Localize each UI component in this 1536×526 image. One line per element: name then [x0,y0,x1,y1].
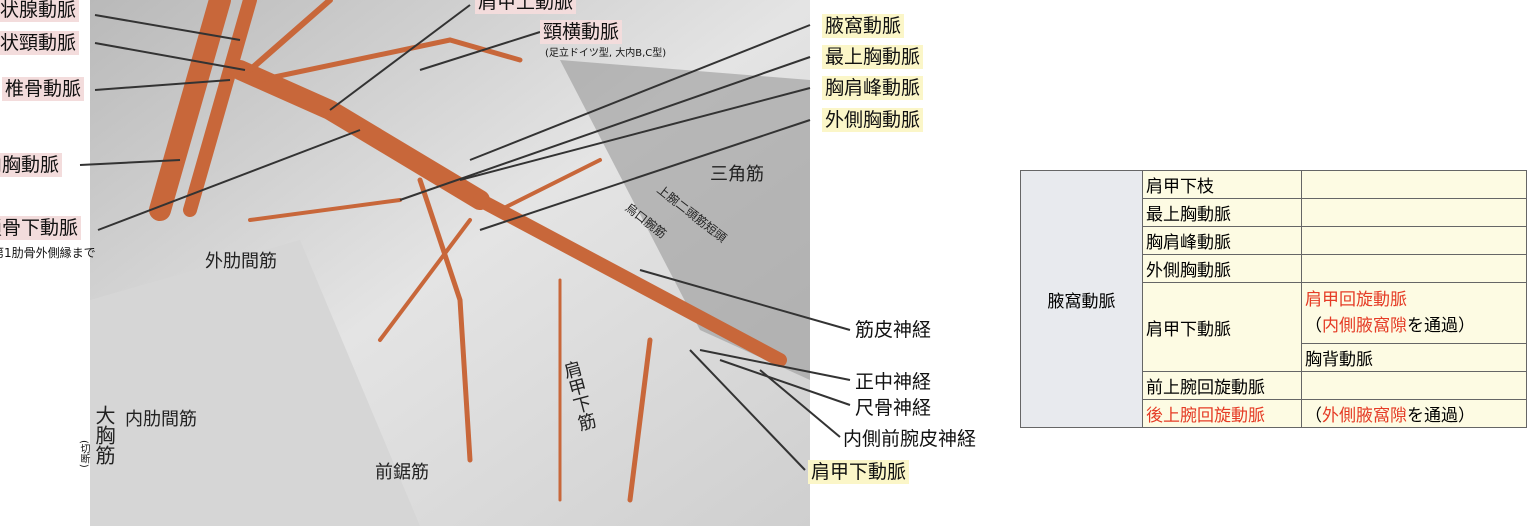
label-vertebral-artery: 椎骨動脈 [2,77,85,101]
arteries [149,0,787,503]
muscle-deltoid: 三角筋 [710,164,764,185]
leader-lines [79,4,851,471]
note-cut: (切断) [78,440,89,468]
label-thyroid-artery: 甲状腺動脈 [0,0,80,22]
label-lateral-thoracic-artery: 外側胸動脈 [822,108,924,132]
table-branch: 肩甲下枝 [1142,170,1302,199]
lateral-axillary-space: 外側腋窩隙 [1322,406,1407,426]
label-suprascapular-artery: 肩甲上動脈 [475,0,577,14]
table-sub-lateral-space: （外側腋窩隙を通過） [1301,399,1527,428]
medial-axillary-space: 内側腋窩隙 [1322,316,1407,336]
table-branch: 外側胸動脈 [1142,254,1302,283]
label-medial-antebrachial-cutaneous-nerve: 内側前腕皮神経 [843,428,977,450]
table-sub-thoracodorsal: 胸背動脈 [1301,343,1527,372]
label-subscapular-artery: 肩甲下動脈 [808,460,910,484]
paren: （ [1305,316,1322,336]
table-branch: 肩甲下動脈 [1142,282,1302,372]
label-superior-thoracic-artery: 最上胸動脈 [822,45,924,69]
label-transverse-cervical-artery: 頸横動脈 [540,20,623,44]
axillary-artery-branch-table: 腋窩動脈 肩甲下枝 最上胸動脈 胸肩峰動脈 外側胸動脈 肩甲下動脈 肩甲回旋動脈… [1020,170,1527,428]
note-classification: (足立ドイツ型, 大内B,C型) [545,48,667,59]
table-sub [1301,226,1527,255]
note-first-rib: 第1肋骨外側縁まで [0,246,96,260]
circumflex-scapular-artery: 肩甲回旋動脈 [1305,290,1407,310]
paren: （ [1305,406,1322,426]
label-internal-thoracic-artery: 内胸動脈 [0,153,63,177]
passes-through: を通過） [1407,406,1475,426]
table-sub-circumflex-scapular: 肩甲回旋動脈 （内側腋窩隙を通過） [1301,282,1527,344]
muscle-external-intercostal: 外肋間筋 [205,251,277,272]
muscle-pectoralis-major: 大胸筋 [92,405,116,465]
label-subclavian-artery: 鎖骨下動脈 [0,216,82,240]
table-sub [1301,371,1527,400]
muscle-internal-intercostal: 内肋間筋 [125,409,197,430]
table-branch: 最上胸動脈 [1142,198,1302,227]
table-branch: 前上腕回旋動脈 [1142,371,1302,400]
label-ulnar-nerve: 尺骨神経 [855,397,932,419]
table-branch-posterior-circumflex-humeral: 後上腕回旋動脈 [1142,399,1302,428]
label-axillary-artery: 腋窩動脈 [822,14,905,38]
table-sub [1301,170,1527,199]
table-sub [1301,198,1527,227]
anatomy-illustration [79,0,851,526]
table-root: 腋窩動脈 [1020,170,1143,428]
label-median-nerve: 正中神経 [855,371,932,393]
label-musculocutaneous-nerve: 筋皮神経 [855,319,932,341]
passes-through: を通過） [1407,316,1475,336]
muscle-serratus-anterior: 前鋸筋 [375,462,429,483]
label-thyrocervical-trunk: 甲状頸動脈 [0,31,80,55]
table-sub [1301,254,1527,283]
table-branch: 胸肩峰動脈 [1142,226,1302,255]
label-thoracoacromial-artery: 胸肩峰動脈 [822,76,924,100]
